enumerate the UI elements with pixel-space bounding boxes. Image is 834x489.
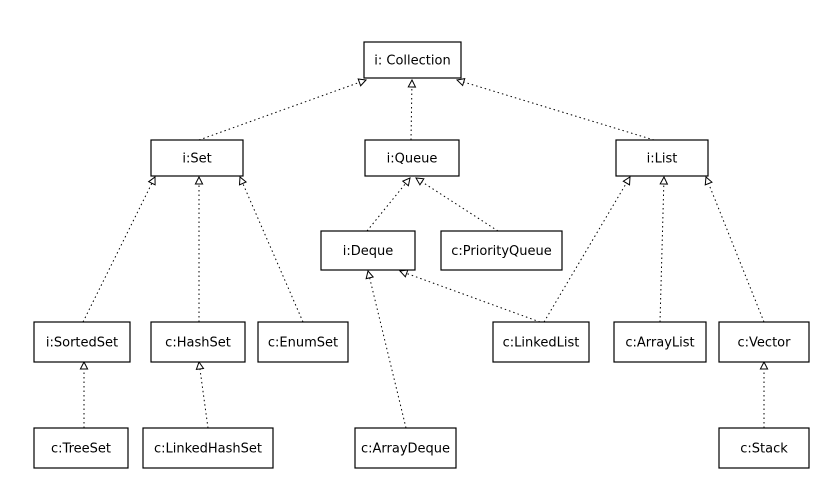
inheritance-line <box>242 183 304 323</box>
hollow-arrowhead-icon <box>365 269 375 280</box>
node-label: c:Stack <box>740 442 788 457</box>
node-priorityqueue: c:PriorityQueue <box>440 230 563 271</box>
hollow-arrowhead-icon <box>401 177 411 187</box>
edge-enumset-to-set <box>238 175 304 323</box>
node-label: i:Set <box>182 152 211 167</box>
node-linkedhashset: c:LinkedHashSet <box>142 427 274 469</box>
node-box <box>615 139 709 177</box>
hollow-arrowhead-icon <box>704 175 713 186</box>
edge-list-to-collection <box>455 77 655 141</box>
node-deque: i:Deque <box>320 230 416 271</box>
node-vector: c:Vector <box>718 321 810 363</box>
hollow-arrowhead-icon <box>357 78 368 87</box>
node-label: c:ArrayDeque <box>361 442 450 457</box>
inheritance-line <box>369 277 407 429</box>
node-box <box>354 427 457 469</box>
inheritance-line <box>659 183 665 323</box>
inheritance-line <box>406 272 541 323</box>
node-label: c:LinkedHashSet <box>154 442 262 457</box>
node-label: c:PriorityQueue <box>451 244 552 259</box>
hollow-arrowhead-icon <box>147 176 156 186</box>
edge-linkedhashset-to-hashset <box>195 360 209 429</box>
hollow-arrowhead-icon <box>398 269 409 278</box>
node-arraylist: c:ArrayList <box>613 321 707 363</box>
edges-layer <box>79 77 769 429</box>
inheritance-line <box>421 181 499 232</box>
node-box <box>33 321 131 363</box>
node-box <box>364 139 460 177</box>
edge-treeset-to-sortedset <box>79 360 89 428</box>
node-box <box>33 427 129 469</box>
edge-arraydeque-to-deque <box>365 269 407 429</box>
node-linkedlist: c:LinkedList <box>492 321 590 363</box>
node-label: c:TreeSet <box>51 442 111 457</box>
node-set: i:Set <box>150 139 244 177</box>
node-box <box>718 427 810 469</box>
inheritance-line <box>463 81 655 141</box>
hollow-arrowhead-icon <box>455 77 466 87</box>
hollow-arrowhead-icon <box>238 175 248 186</box>
node-label: c:EnumSet <box>268 336 338 351</box>
node-label: c:Vector <box>738 336 792 351</box>
node-box <box>718 321 810 363</box>
edge-hashset-to-set <box>194 175 204 322</box>
hollow-arrowhead-icon <box>194 175 204 185</box>
node-label: i: Collection <box>374 54 450 69</box>
edge-sortedset-to-set <box>82 176 156 323</box>
edge-set-to-collection <box>198 78 368 141</box>
inheritance-line <box>198 81 360 141</box>
hollow-arrowhead-icon <box>195 360 205 371</box>
node-treeset: c:TreeSet <box>33 427 129 469</box>
hollow-arrowhead-icon <box>659 175 669 185</box>
node-collection: i: Collection <box>363 41 462 79</box>
node-box <box>613 321 707 363</box>
node-hashset: c:HashSet <box>150 321 246 363</box>
edge-queue-to-collection <box>407 78 417 141</box>
node-arraydeque: c:ArrayDeque <box>354 427 457 469</box>
node-label: c:ArrayList <box>625 336 694 351</box>
edge-stack-to-vector <box>759 360 769 428</box>
node-label: i:SortedSet <box>46 336 118 351</box>
node-box <box>492 321 590 363</box>
inheritance-line <box>366 183 406 232</box>
inheritance-line <box>199 368 209 429</box>
node-box <box>142 427 274 469</box>
edge-linkedlist-to-list <box>543 176 631 323</box>
node-box <box>320 230 416 271</box>
inheritance-line <box>410 86 413 141</box>
hollow-arrowhead-icon <box>79 360 89 370</box>
node-label: i:Queue <box>387 152 438 167</box>
hollow-arrowhead-icon <box>407 78 417 88</box>
edge-vector-to-list <box>704 175 765 323</box>
node-label: i:Deque <box>343 244 394 259</box>
inheritance-line <box>708 183 765 323</box>
node-list: i:List <box>615 139 709 177</box>
hollow-arrowhead-icon <box>759 360 769 370</box>
node-label: c:LinkedList <box>503 336 580 351</box>
node-box <box>363 41 462 79</box>
inheritance-line <box>82 183 153 323</box>
node-box <box>440 230 563 271</box>
edge-linkedlist-to-deque <box>398 269 541 323</box>
node-box <box>150 321 246 363</box>
edge-deque-to-queue <box>366 177 411 232</box>
hollow-arrowhead-icon <box>415 177 425 186</box>
nodes-layer: i: Collection i:Set i:Queue i:List i:Deque c:… <box>33 41 810 469</box>
node-label: i:List <box>647 152 678 167</box>
node-enumset: c:EnumSet <box>257 321 349 363</box>
node-box <box>257 321 349 363</box>
node-sortedset: i:SortedSet <box>33 321 131 363</box>
edge-priorityqueue-to-queue <box>415 177 499 232</box>
edge-arraylist-to-list <box>659 175 669 323</box>
node-label: c:HashSet <box>165 336 231 351</box>
node-queue: i:Queue <box>364 139 460 177</box>
node-stack: c:Stack <box>718 427 810 469</box>
hollow-arrowhead-icon <box>622 176 631 186</box>
node-box <box>150 139 244 177</box>
